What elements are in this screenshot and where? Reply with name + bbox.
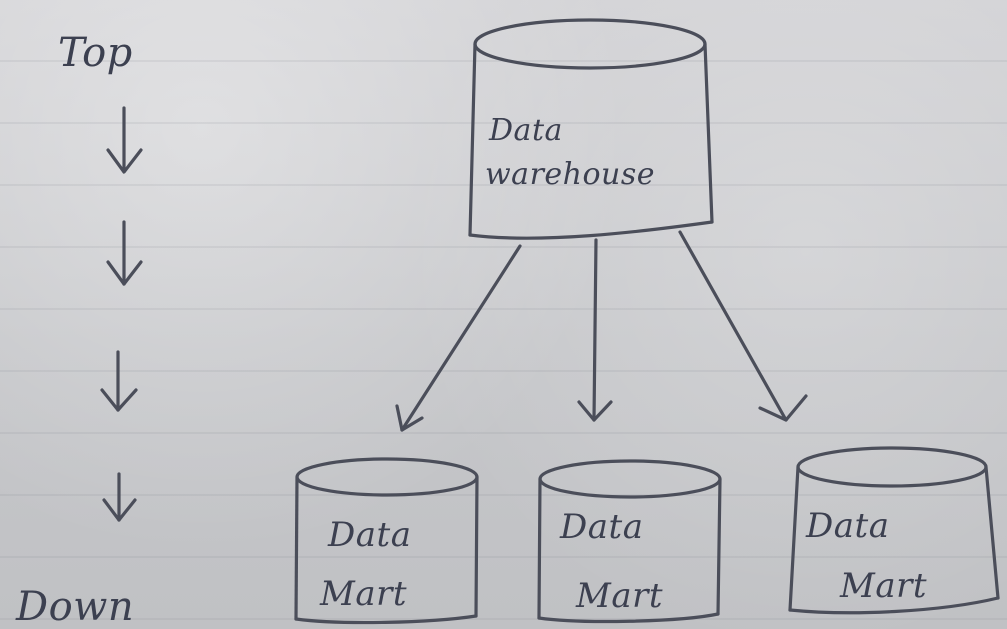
warehouse-cylinder: Data warehouse [468, 18, 714, 240]
connector-middle [577, 238, 613, 422]
data-mart-2-line-2: Mart [575, 576, 663, 616]
connector-right [678, 230, 808, 422]
top-label: Top [58, 30, 133, 76]
down-arrow-icon [106, 106, 143, 174]
down-arrow-icon [102, 472, 137, 522]
data-mart-2-line-1: Data [559, 507, 643, 547]
warehouse-label-line-2: warehouse [485, 157, 655, 192]
data-mart-3: Data Mart [788, 446, 1000, 615]
data-mart-1-line-2: Mart [319, 574, 407, 614]
connector-left [395, 244, 522, 432]
data-mart-3-line-2: Mart [839, 566, 927, 606]
data-mart-2: Data Mart [537, 459, 722, 624]
data-mart-3-line-1: Data [805, 506, 889, 546]
warehouse-label-line-1: Data [488, 113, 563, 148]
down-arrow-icon [100, 350, 138, 412]
down-arrow-icon [106, 220, 143, 286]
bottom-label: Down [15, 584, 134, 629]
data-mart-1-line-1: Data [327, 515, 411, 555]
top-down-arrows [100, 106, 143, 522]
connector-arrows [395, 230, 808, 432]
data-mart-1: Data Mart [294, 457, 479, 625]
